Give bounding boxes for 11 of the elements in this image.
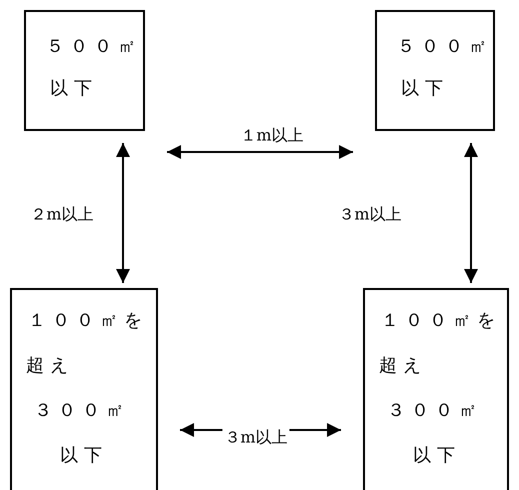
area-box [10,288,158,490]
area-label: １００㎡を超え３００㎡以下 [381,309,501,468]
area-box [363,288,509,490]
area-label: ５００㎡以下 [46,35,142,101]
arrow [464,143,478,283]
arrow [167,145,353,159]
arrow [116,143,130,283]
area-label: ５００㎡以下 [397,35,493,101]
area-box [24,10,145,131]
area-label: １００㎡を超え３００㎡以下 [28,309,148,468]
area-box [375,10,495,131]
